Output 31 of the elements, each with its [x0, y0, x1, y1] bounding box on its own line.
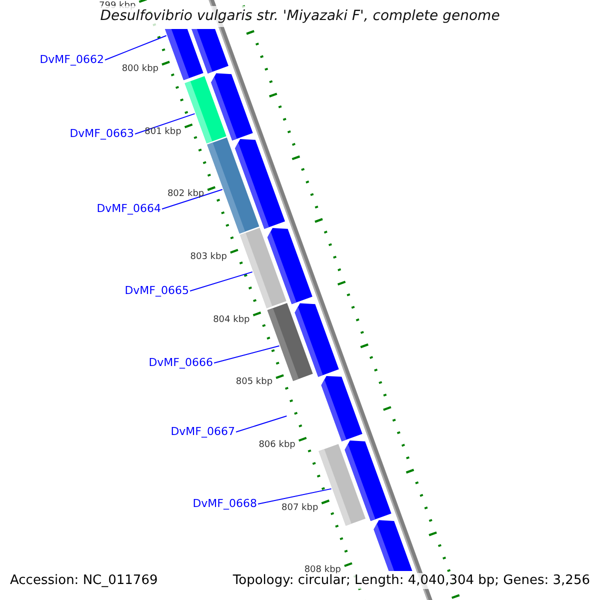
scale-label: 803 kbp	[190, 252, 227, 263]
leader-line	[134, 113, 196, 134]
scale-label: 804 kbp	[213, 314, 250, 326]
gene-label: DvMF_0667	[170, 425, 235, 438]
scale-label: 800 kbp	[122, 64, 159, 75]
gene-feature	[192, 29, 228, 74]
gene-label: DvMF_0663	[70, 127, 134, 140]
gene-label: DvMF_0665	[124, 284, 189, 298]
gene-label: DvMF_0662	[40, 53, 104, 66]
leader-line	[190, 271, 253, 292]
leader-line	[236, 416, 288, 432]
gene-label: DvMF_0668	[192, 497, 257, 510]
gene-feature	[267, 228, 312, 304]
scale-label: 806 kbp	[258, 440, 296, 451]
gene-feature	[344, 440, 392, 521]
scale-label: 802 kbp	[167, 189, 204, 200]
gene-feature	[235, 139, 286, 229]
gene-label: DvMF_0666	[148, 356, 213, 370]
scale-label: 808 kbp	[304, 565, 341, 576]
scale-label: 807 kbp	[282, 502, 318, 514]
scale-label: 801 kbp	[144, 126, 182, 138]
gene-feature	[321, 376, 362, 442]
gene-feature	[211, 73, 253, 141]
scale-label: 805 kbp	[236, 377, 273, 388]
leader-line	[162, 189, 223, 210]
leader-line	[104, 35, 167, 60]
leader-line	[214, 345, 280, 364]
gene-label: DvMF_0664	[96, 202, 161, 216]
gene-feature	[374, 520, 412, 571]
gene-feature	[294, 303, 339, 377]
leader-line	[258, 488, 332, 504]
